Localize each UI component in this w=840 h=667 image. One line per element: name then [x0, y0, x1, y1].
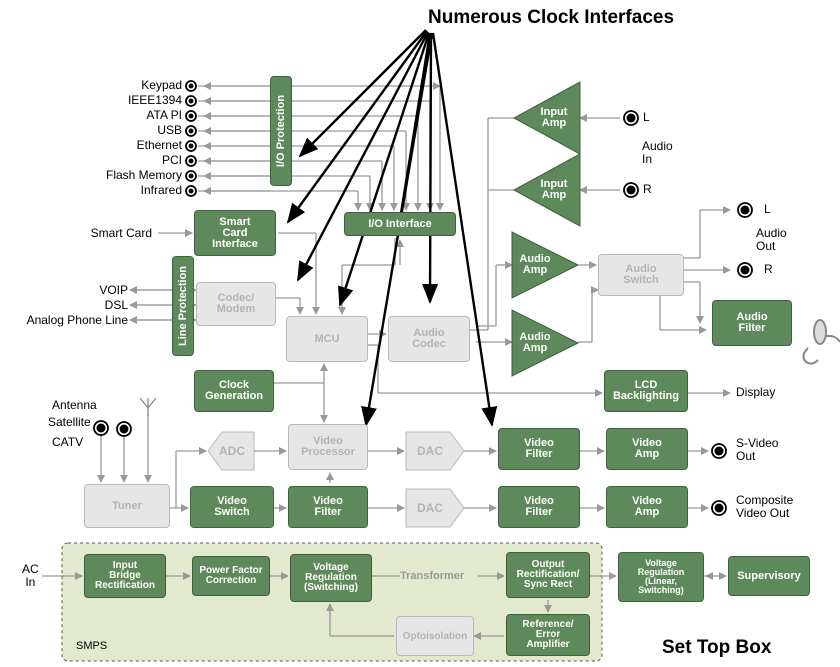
port-circles	[93, 80, 753, 516]
port-label-ieee1394: IEEE1394	[127, 93, 182, 107]
audio-amp-2-label: Audio Amp	[519, 331, 551, 354]
clock-arrows	[286, 29, 498, 427]
video-filter-2-block: Video Filter	[288, 486, 368, 528]
audio-in-r-label: R	[643, 182, 652, 196]
analog-phone-label: Analog Phone Line	[26, 313, 128, 327]
port-label-atapi: ATA PI	[146, 108, 182, 122]
smart-card-label: Smart Card	[90, 226, 152, 240]
codec-modem-block: Codec/ Modem	[196, 282, 276, 326]
video-amp-2-block: Video Amp	[606, 486, 688, 528]
svideo-out-label: S-Video Out	[736, 436, 779, 463]
voltage-regulation-linear-block: Voltage Regulation (Linear, Switching)	[618, 552, 704, 602]
dsl-label: DSL	[104, 298, 128, 312]
port-label-usb: USB	[157, 123, 182, 137]
video-filter-1-block: Video Filter	[498, 428, 580, 470]
antenna-icon	[139, 397, 157, 416]
port-label-ethernet: Ethernet	[136, 138, 182, 152]
power-factor-block: Power Factor Correction	[192, 556, 270, 596]
audio-switch-block: Audio Switch	[598, 254, 684, 296]
video-filter-3-block: Video Filter	[498, 486, 580, 528]
io-protection-block: I/O Protection	[270, 76, 292, 186]
input-amp-l-label: Input Amp	[540, 106, 568, 129]
adc-block: ADC	[219, 444, 245, 458]
composite-out-label: Composite Video Out	[736, 493, 794, 520]
reference-amplifier-block: Reference/ Error Amplifier	[506, 614, 590, 656]
input-amp-r-label: Input Amp	[540, 178, 568, 201]
tuner-block: Tuner	[84, 484, 170, 528]
smart-card-interface-block: Smart Card Interface	[194, 210, 276, 256]
line-protection-block: Line Protection	[172, 256, 194, 356]
audio-codec-block: Audio Codec	[388, 316, 470, 362]
smps-label: SMPS	[76, 640, 108, 652]
port-label-keypad: Keypad	[141, 78, 182, 92]
satellite-label: Satellite	[48, 415, 91, 429]
audio-in-l-label: L	[643, 110, 650, 124]
transformer-label: Transformer	[400, 570, 465, 582]
supervisory-block: Supervisory	[728, 556, 810, 596]
audio-filter-block: Audio Filter	[712, 300, 792, 346]
audio-out-l-label: L	[764, 202, 771, 216]
video-processor-block: Video Processor	[288, 424, 368, 470]
headphones-icon	[802, 319, 840, 365]
ac-in-label: AC In	[22, 562, 39, 589]
voltage-regulation-switching-block: Voltage Regulation (Switching)	[290, 554, 372, 602]
footer-title: Set Top Box	[662, 637, 772, 658]
audio-in-label: Audio In	[642, 139, 673, 166]
audio-amp-1-label: Audio Amp	[519, 253, 551, 276]
gray-wires	[42, 82, 731, 640]
catv-label: CATV	[52, 435, 84, 449]
optoisolation-block: Optoisolation	[396, 616, 474, 656]
dac-1-block: DAC	[417, 444, 443, 458]
antenna-label: Antenna	[52, 398, 97, 412]
io-interface-block: I/O Interface	[344, 212, 456, 236]
amp-triangles	[511, 81, 581, 377]
output-rectification-block: Output Rectification/ Sync Rect	[506, 552, 590, 598]
audio-out-r-label: R	[764, 262, 773, 276]
clock-generation-block: Clock Generation	[194, 370, 274, 412]
lcd-backlighting-block: LCD Backlighting	[604, 370, 688, 412]
video-amp-1-block: Video Amp	[606, 428, 688, 470]
dac-2-block: DAC	[417, 501, 443, 515]
voip-label: VOIP	[99, 283, 128, 297]
audio-out-label: Audio Out	[756, 226, 787, 253]
port-label-flash-memory: Flash Memory	[105, 168, 182, 182]
port-label-pci: PCI	[161, 153, 182, 167]
diagram-title: Numerous Clock Interfaces	[428, 7, 675, 28]
mcu-block: MCU	[286, 316, 368, 362]
converter-shapes	[207, 431, 465, 528]
port-label-infrared: Infrared	[140, 183, 182, 197]
display-label: Display	[736, 385, 776, 399]
input-bridge-block: Input Bridge Rectification	[84, 554, 166, 598]
video-switch-block: Video Switch	[190, 486, 274, 528]
